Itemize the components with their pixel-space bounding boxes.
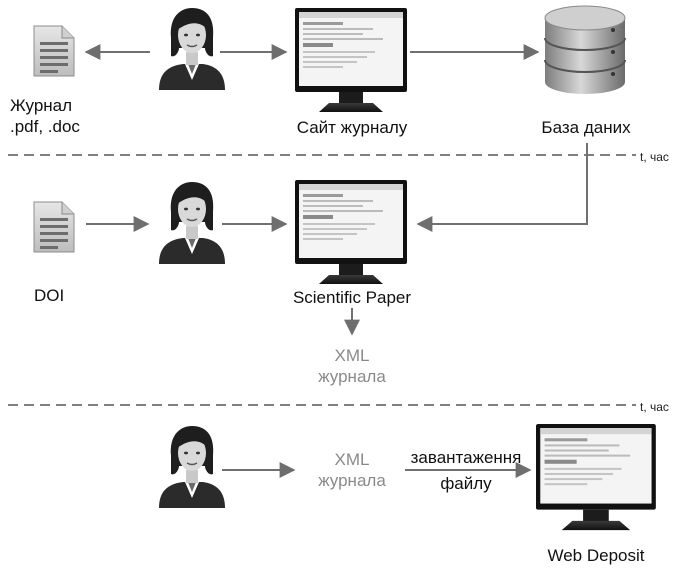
journal-label-line1: Журнал [10, 96, 73, 115]
document-icon-journal [33, 25, 75, 77]
database-icon [544, 5, 626, 95]
monitor-icon-web-deposit [536, 424, 656, 531]
scientific-paper-label: Scientific Paper [292, 288, 412, 307]
person-icon-author-1 [158, 7, 226, 91]
monitor-icon-scientific-paper [295, 180, 407, 284]
person-icon-author-2 [158, 181, 226, 265]
xml-label-line2: журнала [318, 367, 386, 386]
upload-label-line1: завантаження [410, 448, 522, 467]
document-icon-doi [33, 201, 75, 253]
web-deposit-label: Web Deposit [547, 546, 645, 565]
timeline-label-2: t, час [640, 400, 669, 414]
journal-label-line2: .pdf, .doc [10, 117, 80, 136]
database-label: База даних [541, 118, 631, 137]
monitor-icon-journal-site [295, 8, 407, 112]
arrow-database-to-paper [416, 143, 588, 232]
upload-label-line2: файлу [440, 474, 492, 493]
journal-site-label: Сайт журналу [296, 118, 408, 137]
doi-label: DOI [34, 286, 65, 305]
timeline-label-1: t, час [640, 150, 669, 164]
xml-label-line2-s3: журнала [318, 471, 386, 490]
xml-label-line1: XML [334, 346, 370, 365]
xml-label-line1-s3: XML [334, 450, 370, 469]
person-icon-author-3 [158, 425, 226, 509]
